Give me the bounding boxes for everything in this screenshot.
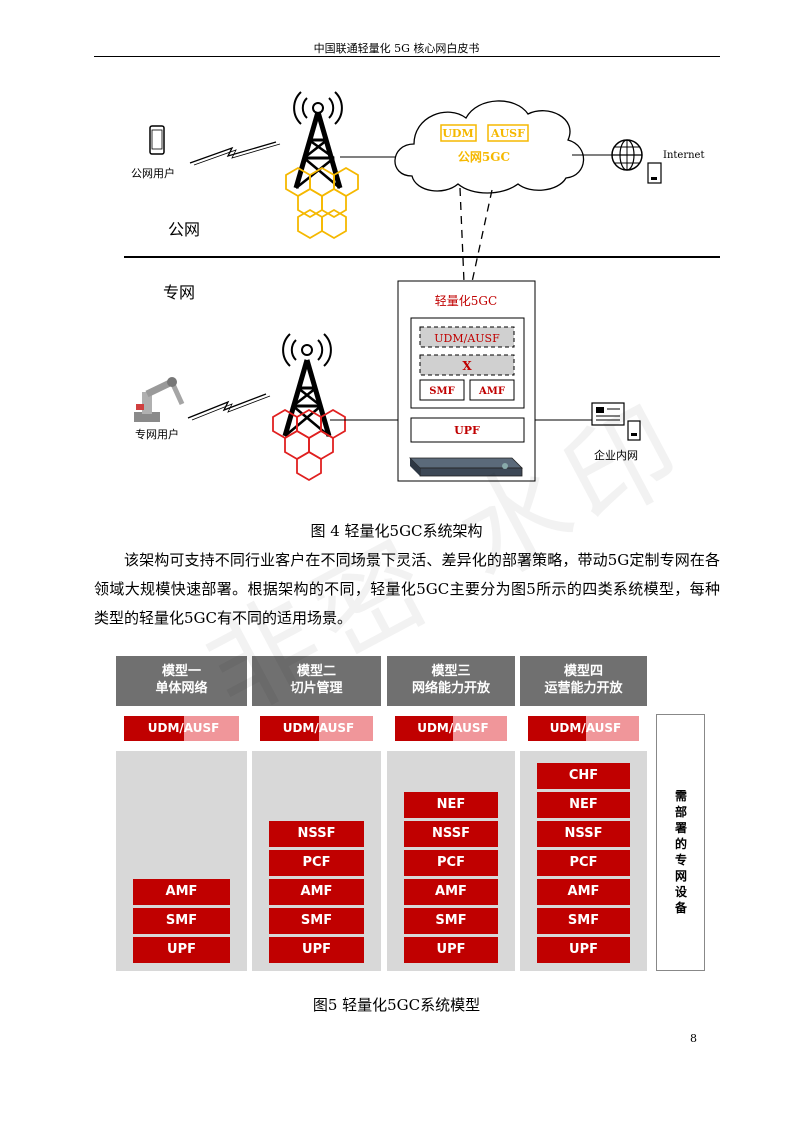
page-header-title: 中国联通轻量化 5G 核心网白皮书 <box>313 42 480 55</box>
function-nssf-box: NSSF <box>269 821 364 847</box>
core-x: X <box>462 359 472 373</box>
phone-icon <box>149 125 165 155</box>
figure4-caption: 图 4 轻量化5GC系统架构 <box>310 522 483 540</box>
cloud-udm-label: UDM <box>442 127 473 140</box>
public-5gc-cloud <box>394 100 585 194</box>
udm-label: UDM/ <box>395 716 454 741</box>
function-smf-box: SMF <box>404 908 498 934</box>
function-pcf-box: PCF <box>269 850 364 876</box>
function-nef-box: NEF <box>404 792 498 818</box>
model-header-1: 模型一单体网络 <box>116 656 247 706</box>
wireless-link-public <box>189 141 277 164</box>
udm-ausf-box: UDM/AUSF <box>124 716 239 741</box>
ausf-label: AUSF <box>318 716 373 741</box>
model-header-2: 模型二切片管理 <box>252 656 381 706</box>
function-pcf-box: PCF <box>537 850 630 876</box>
model-title: 模型一 <box>161 664 201 679</box>
side-label: 需部署的专网设备 <box>674 789 687 915</box>
udm-label: UDM/ <box>124 716 184 741</box>
core-upf: UPF <box>454 424 480 437</box>
public-cell-hexagons <box>285 166 359 240</box>
udm-label: UDM/ <box>260 716 319 741</box>
model-title: 模型二 <box>296 664 336 679</box>
core-amf: AMF <box>478 386 505 397</box>
core-box-title: 轻量化5GC <box>435 294 497 308</box>
public-network-label: 公网 <box>168 220 200 239</box>
private-cell-hexagons <box>272 408 346 482</box>
private-user-label: 专网用户 <box>135 427 179 441</box>
function-smf-box: SMF <box>537 908 630 934</box>
udm-ausf-box: UDM/AUSF <box>395 716 507 741</box>
function-upf-box: UPF <box>269 937 364 963</box>
public-user-label: 公网用户 <box>131 166 175 180</box>
model-title: 模型三 <box>431 664 471 679</box>
model-header-3: 模型三网络能力开放 <box>387 656 515 706</box>
enterprise-network-icon <box>591 402 641 441</box>
function-upf-box: UPF <box>133 937 230 963</box>
server-icon <box>409 457 523 477</box>
udm-ausf-box: UDM/AUSF <box>260 716 373 741</box>
header-rule <box>94 56 720 57</box>
udm-label: UDM/ <box>528 716 586 741</box>
figure5-caption: 图5 轻量化5GC系统模型 <box>312 996 481 1014</box>
internet-globe-icon <box>611 139 643 171</box>
function-nssf-box: NSSF <box>404 821 498 847</box>
function-chf-box: CHF <box>537 763 630 789</box>
function-nef-box: NEF <box>537 792 630 818</box>
function-amf-box: AMF <box>537 879 630 905</box>
model-subtitle: 单体网络 <box>155 681 208 696</box>
ausf-label: AUSF <box>453 716 507 741</box>
function-smf-box: SMF <box>269 908 364 934</box>
core-udm-ausf: UDM/AUSF <box>434 332 500 345</box>
side-box <box>656 714 705 971</box>
function-amf-box: AMF <box>133 879 230 905</box>
udm-ausf-box: UDM/AUSF <box>528 716 639 741</box>
model-header-4: 模型四运营能力开放 <box>520 656 647 706</box>
model-body-1 <box>116 751 247 971</box>
model-subtitle: 网络能力开放 <box>411 681 490 696</box>
function-pcf-box: PCF <box>404 850 498 876</box>
private-tower-icon <box>282 333 332 437</box>
cloud-ausf-label: AUSF <box>490 127 525 140</box>
robot-arm-icon <box>134 377 185 422</box>
cloud-5gc-label: 公网5GC <box>458 150 510 164</box>
function-amf-box: AMF <box>269 879 364 905</box>
model-subtitle: 切片管理 <box>290 681 343 696</box>
enterprise-label: 企业内网 <box>594 448 638 462</box>
function-upf-box: UPF <box>404 937 498 963</box>
core-smf: SMF <box>429 386 454 397</box>
function-amf-box: AMF <box>404 879 498 905</box>
private-network-label: 专网 <box>163 283 195 302</box>
model-title: 模型四 <box>563 664 603 679</box>
terminal-icon <box>647 162 662 184</box>
paragraph-text: 该架构可支持不同行业客户在不同场景下灵活、差异化的部署策略，带动5G定制专网在各… <box>94 551 720 627</box>
function-smf-box: SMF <box>133 908 230 934</box>
function-upf-box: UPF <box>537 937 630 963</box>
function-nssf-box: NSSF <box>537 821 630 847</box>
internet-label: Internet <box>663 150 704 161</box>
model-subtitle: 运营能力开放 <box>544 681 623 696</box>
ausf-label: AUSF <box>183 716 239 741</box>
body-paragraph: 该架构可支持不同行业客户在不同场景下灵活、差异化的部署策略，带动5G定制专网在各… <box>94 546 720 633</box>
page-number: 8 <box>690 1032 697 1045</box>
ausf-label: AUSF <box>585 716 639 741</box>
architecture-diagram: 公网用户 UDM AUSF 公网5GC <box>124 91 720 482</box>
